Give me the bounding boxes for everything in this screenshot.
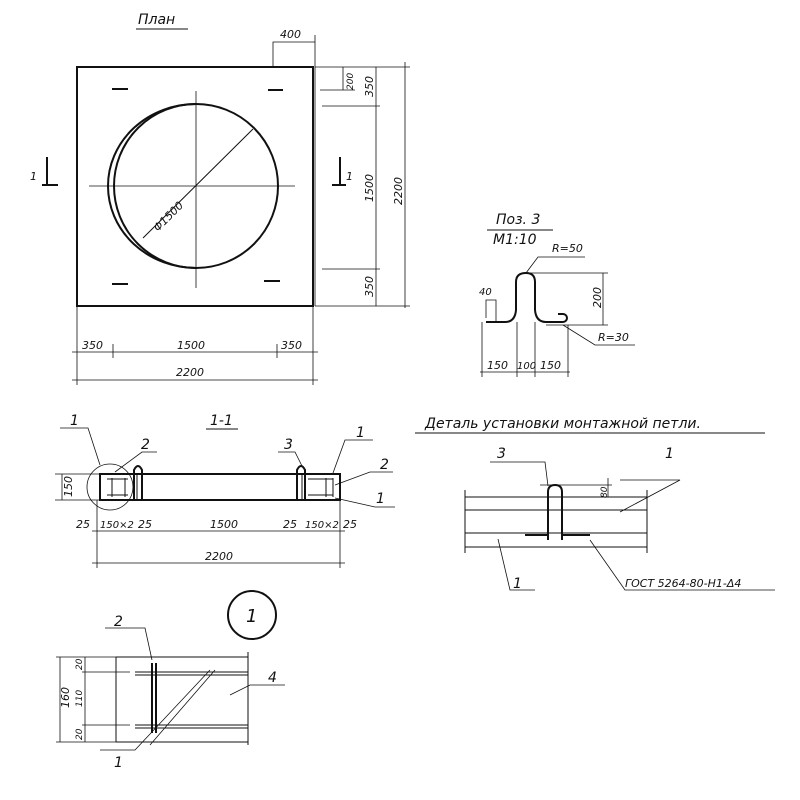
callout-1: 1 [114, 755, 123, 771]
dim-200: 200 [346, 73, 356, 90]
dimension-lines [72, 35, 410, 385]
dim-350-right: 350 [281, 339, 302, 352]
node-mark: 1 [246, 606, 257, 627]
radius-30: R=30 [598, 331, 629, 344]
section-1-1: 1-1 150 25 150×2 25 1500 25 150×2 25 220… [55, 413, 395, 568]
section-mark-right: 1 [346, 170, 353, 183]
dim-100: 100 [517, 361, 536, 372]
detail-loop [525, 483, 590, 540]
dim-1500-vertical: 1500 [363, 174, 376, 202]
dim-150: 150 [62, 476, 75, 497]
dim-25-d: 25 [343, 518, 357, 531]
callout-1: 1 [376, 491, 385, 507]
loop-marks [112, 88, 283, 285]
dim-20-top: 20 [75, 658, 85, 670]
node-1-detail: 1 160 20 110 20 2 4 1 [56, 590, 285, 771]
node-stirrup [151, 663, 157, 733]
dim-25-b: 25 [138, 518, 152, 531]
node-mark-circle [227, 590, 277, 640]
callout-1-top: 1 [665, 446, 674, 462]
dim-80: 80 [600, 486, 610, 498]
node-callout-circle [86, 463, 134, 511]
callout-3: 3 [284, 437, 293, 453]
callout-4: 4 [268, 670, 277, 686]
diameter-line [142, 128, 254, 239]
dim-25-c: 25 [283, 518, 297, 531]
slab-outline [76, 66, 314, 307]
detail-title: Деталь установки монтажной петли. [424, 416, 701, 432]
plan-view: План Φ1500 1 1 400 200 350 1500 350 2200… [30, 12, 410, 385]
plan-title: План [138, 12, 175, 28]
section-loops [133, 465, 306, 500]
section-mark-left: 1 [30, 170, 37, 183]
callout-1: 1 [70, 413, 79, 429]
weld-note: ГОСТ 5264-80-Н1-Δ4 [625, 577, 741, 590]
dim-150x2-b: 150×2 [305, 520, 339, 531]
dim-160: 160 [59, 687, 72, 708]
dim-2200-vertical: 2200 [392, 177, 405, 205]
dim-40: 40 [479, 287, 492, 298]
callout-2: 2 [380, 457, 389, 473]
dim-400: 400 [280, 28, 301, 41]
dim-1500-horizontal: 1500 [177, 339, 205, 352]
callout-1: 1 [356, 425, 365, 441]
section-slab [99, 473, 341, 501]
diameter-label: Φ1500 [151, 199, 186, 234]
section-arrow-right [332, 157, 346, 186]
section-title: 1-1 [210, 413, 233, 429]
pos3-title: Поз. 3 [496, 212, 540, 228]
dim-350-bottom: 350 [363, 276, 376, 297]
section-arrow-left [42, 157, 58, 186]
dim-25-a: 25 [76, 518, 90, 531]
loop-installation-detail: Деталь установки монтажной петли. 80 3 1… [415, 416, 775, 592]
dim-110: 110 [75, 690, 85, 707]
callout-3: 3 [497, 446, 506, 462]
dim-350-top: 350 [363, 76, 376, 97]
dim-200: 200 [591, 287, 604, 308]
callout-2: 2 [114, 614, 123, 630]
dim-150-right: 150 [540, 359, 561, 372]
dim-1500: 1500 [210, 518, 238, 531]
pos3-view: Поз. 3 М1:10 R=50 R=30 40 200 150 100 15… [479, 212, 635, 377]
dim-150-left: 150 [487, 359, 508, 372]
lifting-loop-shape [486, 271, 568, 323]
callout-1-bottom: 1 [513, 576, 522, 592]
dim-150x2-a: 150×2 [100, 520, 134, 531]
callout-2: 2 [141, 437, 150, 453]
radius-50: R=50 [552, 242, 583, 255]
dim-350-left: 350 [82, 339, 103, 352]
detail-leaders [490, 461, 775, 591]
pos3-scale: М1:10 [493, 232, 537, 248]
dim-2200: 2200 [205, 550, 233, 563]
dim-2200-horizontal: 2200 [176, 366, 204, 379]
dim-20-bottom: 20 [75, 728, 85, 740]
